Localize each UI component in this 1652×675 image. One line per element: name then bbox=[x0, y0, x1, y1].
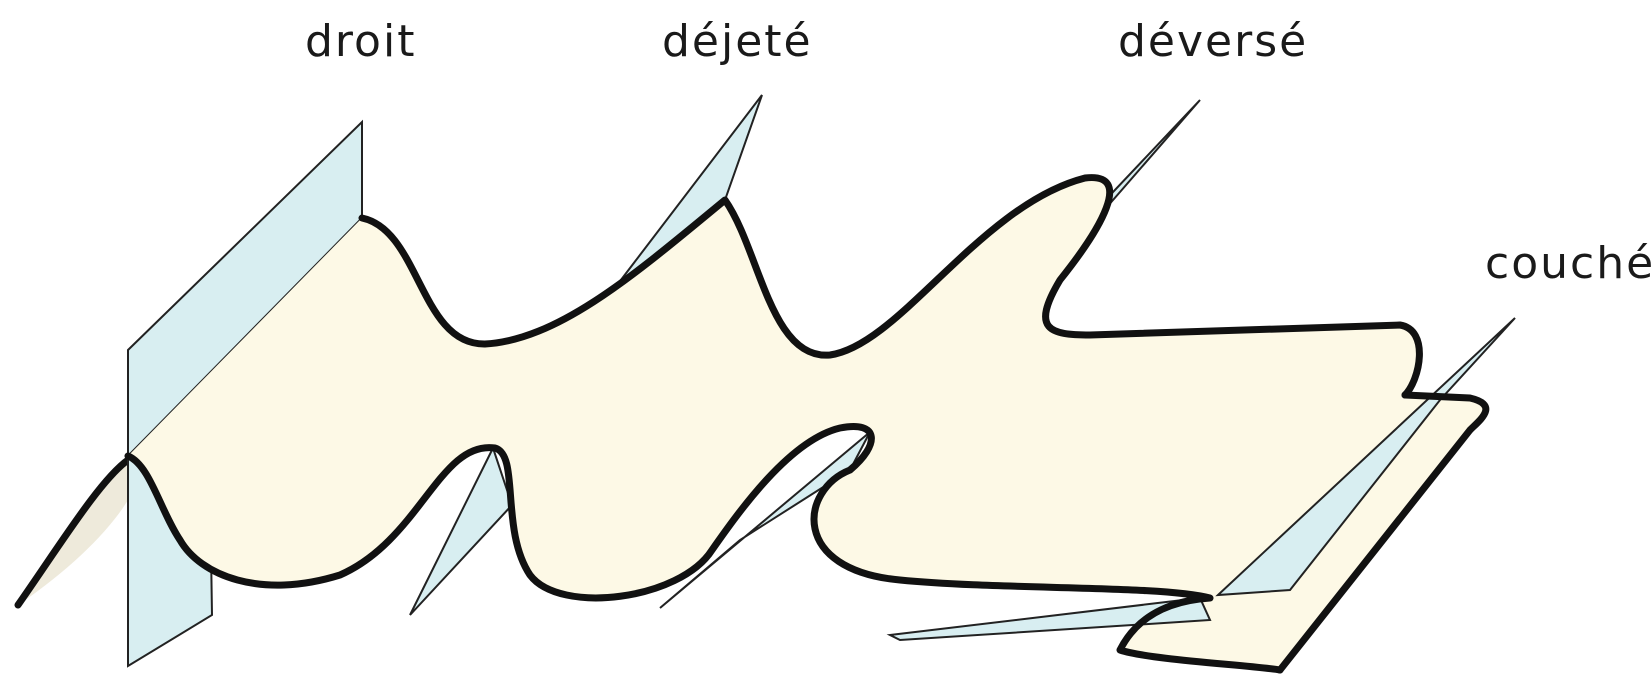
label-couche: couché bbox=[1485, 238, 1652, 289]
label-dejete: déjeté bbox=[662, 16, 813, 67]
label-deverse: déversé bbox=[1118, 16, 1308, 67]
label-droit: droit bbox=[305, 16, 416, 67]
fold-surface bbox=[128, 178, 1486, 670]
